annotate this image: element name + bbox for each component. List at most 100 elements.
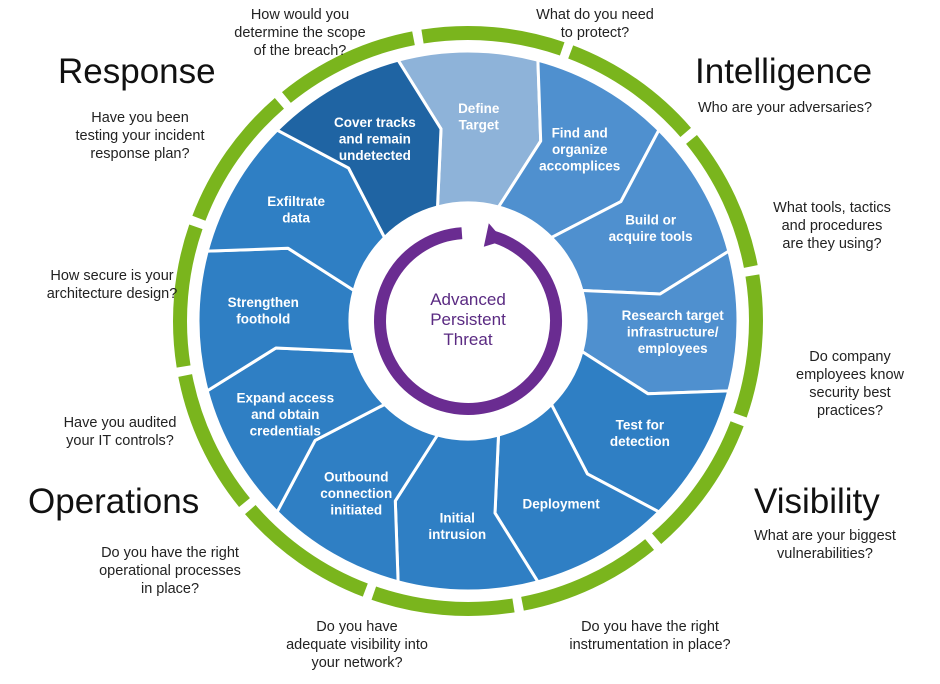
question-line: security best bbox=[809, 385, 891, 401]
phase-label-line: detection bbox=[610, 434, 670, 449]
phase-label-line: credentials bbox=[250, 424, 321, 439]
question-line: Have you audited bbox=[63, 415, 177, 431]
question-vulnerabilities: What are your biggest vulnerabilities? bbox=[730, 527, 920, 563]
phase-label-line: intrusion bbox=[428, 527, 486, 542]
question-line: employees know bbox=[796, 367, 904, 383]
phase-label: Exfiltrate data bbox=[267, 194, 325, 226]
phase-label-line: data bbox=[282, 211, 310, 226]
question-line: adequate visibility into bbox=[286, 637, 428, 653]
question-line: determine the scope bbox=[234, 25, 366, 41]
question-line: your network? bbox=[311, 655, 403, 671]
question-line: in place? bbox=[140, 581, 200, 597]
question-line: How would you bbox=[250, 7, 350, 23]
green-ring-arc bbox=[192, 98, 284, 221]
phase-label-line: acquire tools bbox=[609, 229, 693, 244]
phase-label: Deployment bbox=[522, 497, 600, 512]
question-scope: How would you determine the scope of the b… bbox=[200, 6, 400, 60]
green-ring-arc bbox=[521, 539, 655, 611]
question-line: Have you been bbox=[91, 110, 189, 126]
phase-label-line: Find and bbox=[552, 126, 608, 141]
heading-visibility: Visibility bbox=[754, 482, 880, 521]
question-operational: Do you have the right operational process… bbox=[70, 544, 270, 598]
center-disc bbox=[353, 206, 583, 436]
phase-label-line: infrastructure/ bbox=[627, 325, 719, 340]
question-line: architecture design? bbox=[46, 286, 178, 302]
outer-green-ring bbox=[173, 26, 763, 616]
question-line: operational processes bbox=[99, 563, 241, 579]
question-audit: Have you audited your IT controls? bbox=[30, 414, 210, 450]
question-line: of the breach? bbox=[253, 43, 347, 59]
phase-label-line: and remain bbox=[339, 131, 411, 146]
phase-label-line: Research target bbox=[622, 308, 725, 323]
phase-label: Strengthen foothold bbox=[228, 295, 299, 327]
question-line: and procedures bbox=[781, 218, 883, 234]
phase-label-line: foothold bbox=[236, 312, 290, 327]
cycle-arrow-icon bbox=[374, 223, 563, 415]
question-line: your IT controls? bbox=[66, 433, 174, 449]
question-line: What are your biggest bbox=[754, 528, 896, 544]
phase-label-line: initiated bbox=[330, 502, 382, 517]
phase-label-line: Strengthen bbox=[228, 295, 299, 310]
green-ring-arc bbox=[421, 26, 565, 56]
question-line: practices? bbox=[816, 403, 884, 419]
question-line: Who are your adversaries? bbox=[697, 100, 873, 116]
phase-segments bbox=[196, 49, 740, 593]
phase-label-line: Expand access bbox=[237, 391, 335, 406]
phase-label-line: Exfiltrate bbox=[267, 194, 325, 209]
center-label-line: Threat bbox=[443, 330, 492, 349]
phase-label: Test for detection bbox=[610, 417, 670, 449]
green-ring-arc bbox=[733, 274, 763, 418]
phase-label-line: accomplices bbox=[539, 159, 620, 174]
cycle-arrow-head bbox=[483, 223, 504, 247]
center-label-line: Advanced bbox=[430, 290, 506, 309]
question-line: How secure is your bbox=[50, 268, 174, 284]
phase-label-line: employees bbox=[638, 341, 708, 356]
phase-label-line: Initial bbox=[440, 511, 475, 526]
phase-label-line: Define bbox=[458, 101, 500, 116]
green-ring-arc bbox=[371, 586, 515, 616]
heading-intelligence: Intelligence bbox=[695, 52, 873, 91]
question-adversaries: Who are your adversaries? bbox=[680, 99, 890, 117]
phase-label-line: undetected bbox=[339, 148, 411, 163]
question-line: vulnerabilities? bbox=[777, 546, 873, 562]
phase-label-line: organize bbox=[552, 142, 608, 157]
question-line: What tools, tactics bbox=[773, 200, 891, 216]
phase-label-line: Deployment bbox=[522, 497, 600, 512]
phase-segment bbox=[275, 58, 443, 240]
green-ring-arc bbox=[568, 45, 691, 137]
center-label-line: Persistent bbox=[430, 310, 506, 329]
phase-label-line: connection bbox=[320, 486, 392, 501]
green-ring-arc bbox=[173, 224, 203, 368]
question-line: instrumentation in place? bbox=[569, 637, 731, 653]
phase-label-line: Cover tracks bbox=[334, 115, 416, 130]
question-architecture: How secure is your architecture design? bbox=[12, 267, 212, 303]
heading-response: Response bbox=[58, 52, 216, 91]
question-visibility-network: Do you have adequate visibility into your … bbox=[262, 618, 452, 672]
question-line: are they using? bbox=[782, 236, 882, 252]
question-line: Do you have bbox=[316, 619, 398, 635]
green-ring-arc bbox=[686, 134, 758, 268]
phase-label-line: Test for bbox=[616, 417, 665, 432]
question-line: Do you have the right bbox=[101, 545, 239, 561]
green-ring-arc bbox=[281, 31, 415, 103]
phase-label-line: Build or bbox=[625, 213, 677, 228]
green-ring-arc bbox=[178, 374, 250, 508]
question-tools: What tools, tactics and procedures are the… bbox=[752, 199, 912, 253]
green-ring-arc bbox=[652, 421, 744, 544]
cycle-arrow-arc bbox=[374, 227, 563, 415]
question-line: Do company bbox=[809, 349, 891, 365]
question-line: to protect? bbox=[560, 25, 630, 41]
question-security-practices: Do company employees know security best pra… bbox=[780, 348, 920, 420]
phase-label: Research target infrastructure/employees bbox=[622, 308, 725, 356]
